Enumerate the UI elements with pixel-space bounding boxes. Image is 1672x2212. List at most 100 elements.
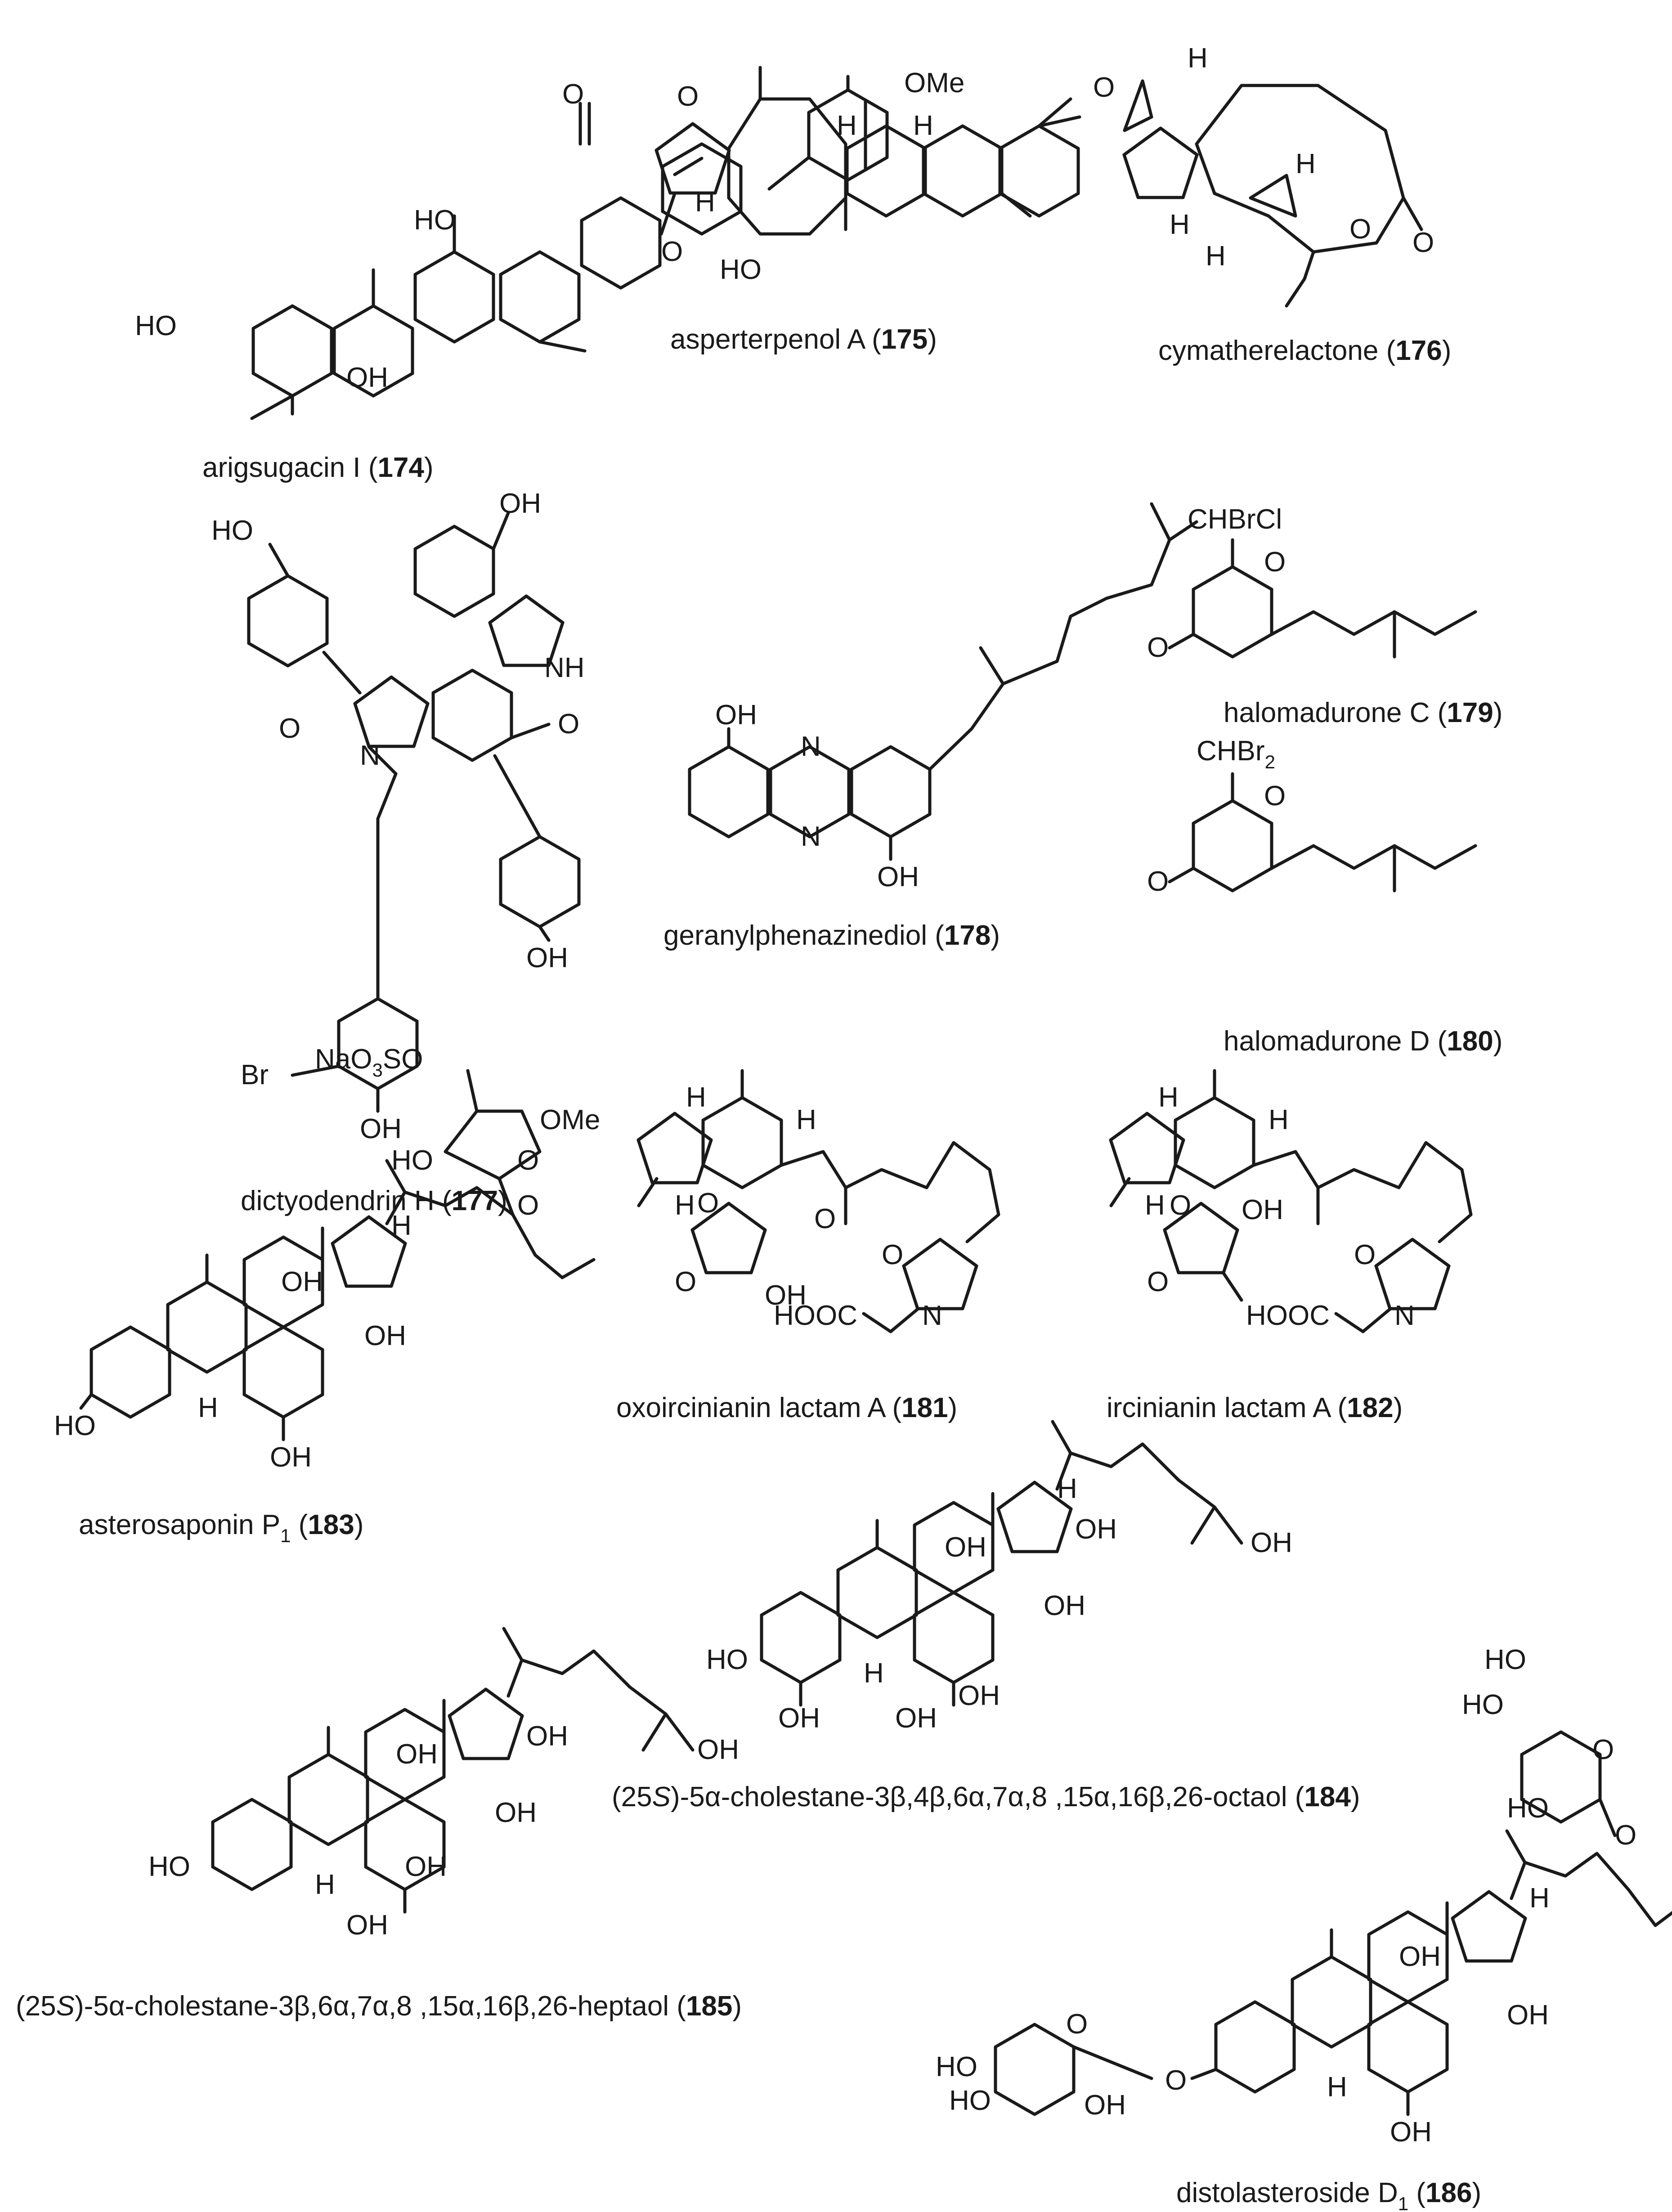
atom-o: O (517, 1190, 539, 1221)
atom-oh: OH (945, 1532, 986, 1563)
compound-179: CHBrCl O O halomadurone C (179) (1147, 504, 1502, 728)
atom-ho: HO (949, 2085, 991, 2116)
caption-179: halomadurone C (179) (1224, 697, 1502, 728)
atom-oh: OH (1251, 1527, 1292, 1558)
atom-ho: HO (414, 205, 456, 236)
atom-h: H (796, 1104, 816, 1135)
atom-hooc: HOOC (1246, 1300, 1330, 1331)
atom-oh: OH (499, 488, 541, 519)
atom-o: O (814, 1203, 836, 1234)
atom-o: O (517, 1145, 539, 1176)
atom-o: O (675, 1266, 696, 1297)
atom-o: O (1412, 227, 1434, 258)
atom-h: H (837, 110, 857, 141)
caption-178: geranylphenazinediol (178) (663, 920, 1000, 951)
atom-ome: OMe (904, 67, 964, 99)
atom-n: N (1394, 1300, 1415, 1331)
atom-h: H (864, 1658, 884, 1689)
atom-oh: OH (405, 1851, 447, 1882)
atom-ho: HO (1462, 1689, 1504, 1720)
atom-o: O (1147, 866, 1169, 897)
atom-h: H (1188, 43, 1208, 74)
atom-o: O (1165, 2065, 1187, 2096)
caption-182: ircinianin lactam A (182) (1107, 1392, 1403, 1423)
atom-o: O (1264, 781, 1286, 812)
compound-182: H H H O OH O O HOOC N ircinianin lactam … (1107, 1069, 1473, 1423)
atom-oh: OH (346, 362, 388, 393)
atom-o: O (1170, 1190, 1191, 1221)
atom-ho: HO (706, 1644, 748, 1675)
atom-hooc: HOOC (774, 1300, 857, 1331)
atom-ho: HO (1484, 1644, 1526, 1675)
atom-o: O (1147, 1266, 1169, 1297)
atom-oh: OH (495, 1797, 537, 1828)
atom-oh: OH (895, 1703, 937, 1734)
atom-oh: OH (526, 942, 568, 974)
atom-oh: OH (396, 1739, 438, 1770)
atom-ho: HO (148, 1851, 190, 1882)
atom-oh: OH (1507, 2000, 1549, 2031)
compound-176: O H H H H O O cymatherelactone (176) (1093, 43, 1451, 366)
atom-n: N (801, 731, 821, 762)
atom-ho: HO (720, 254, 762, 285)
atom-h: H (1170, 209, 1190, 240)
compound-180: CHBr2 O O halomadurone D (180) (1147, 736, 1502, 1057)
atom-h: H (1206, 241, 1226, 272)
atom-o: O (1349, 214, 1371, 245)
atom-br: Br (241, 1059, 269, 1090)
compound-184: H OH OH OH OH HO OH H OH OH (25S)-5α-cho… (612, 1420, 1360, 1813)
atom-oh: OH (765, 1280, 807, 1311)
atom-ome: OMe (540, 1104, 600, 1135)
atom-h: H (315, 1869, 335, 1900)
compound-186: HO HO O HO O H OH OH HO HO O O OH H OH d… (936, 1644, 1672, 2212)
atom-ho: HO (391, 1145, 433, 1176)
compound-181: H H H O O O OH O HOOC N oxoircinianin la… (616, 1069, 1000, 1423)
atom-oh: OH (958, 1680, 1000, 1711)
atom-h: H (1327, 2072, 1347, 2103)
atom-h: H (1529, 1883, 1550, 1914)
atom-h: H (913, 110, 933, 141)
atom-oh: OH (1399, 1941, 1441, 1972)
atom-o: O (1264, 547, 1286, 578)
atom-oh: OH (360, 1113, 402, 1144)
atom-chbr2: CHBr2 (1197, 736, 1275, 772)
atom-h: H (1145, 1190, 1165, 1221)
atom-o: O (558, 709, 579, 740)
atom-o: O (562, 79, 584, 110)
compound-175: H H H HO asperterpenol A (175) (656, 66, 1081, 355)
atom-oh: OH (697, 1734, 739, 1765)
atom-o: O (1147, 632, 1169, 663)
atom-nh: NH (544, 652, 585, 683)
atom-h: H (1295, 148, 1316, 179)
atom-o: O (697, 1188, 719, 1219)
caption-186: distolasteroside D1 (186) (1176, 2177, 1481, 2212)
compound-185: OH OH OH OH HO H OH OH (25S)-5α-cholesta… (16, 1627, 742, 2022)
atom-ho: HO (1507, 1793, 1549, 1824)
compound-178: OH N N OH geranylphenazinediol (178) (663, 502, 1198, 951)
atom-h: H (695, 187, 715, 218)
atom-oh: OH (526, 1721, 568, 1752)
atom-oh: OH (281, 1266, 323, 1297)
compound-183: NaO3SO OMe HO O O H OH OH HO H OH astero… (54, 1044, 600, 1546)
atom-oh: OH (715, 700, 757, 731)
atom-oh: OH (1075, 1514, 1117, 1545)
atom-h: H (391, 1210, 412, 1241)
caption-174: arigsugacin I (174) (202, 452, 434, 483)
atom-h: H (1057, 1473, 1077, 1504)
atom-oh: OH (877, 861, 919, 893)
atom-nao3so: NaO3SO (315, 1044, 423, 1081)
caption-183: asterosaponin P1 (183) (79, 1509, 363, 1546)
atom-o: O (1066, 2009, 1088, 2040)
atom-oh: OH (1084, 2090, 1126, 2121)
atom-chbrcl: CHBrCl (1188, 504, 1282, 535)
caption-185: (25S)-5α-cholestane-3β,6α,7α,8 ,15α,16β,… (16, 1991, 742, 2022)
atom-ho: HO (135, 310, 177, 341)
caption-180: halomadurone D (180) (1224, 1026, 1502, 1057)
atom-o: O (677, 81, 699, 112)
atom-h: H (198, 1392, 218, 1423)
compound-174: OMe O O O HO HO OH arigsugacin I (174) (135, 67, 964, 483)
atom-ho: HO (936, 2051, 977, 2082)
atom-n: N (360, 740, 380, 771)
atom-h: H (1158, 1082, 1179, 1113)
